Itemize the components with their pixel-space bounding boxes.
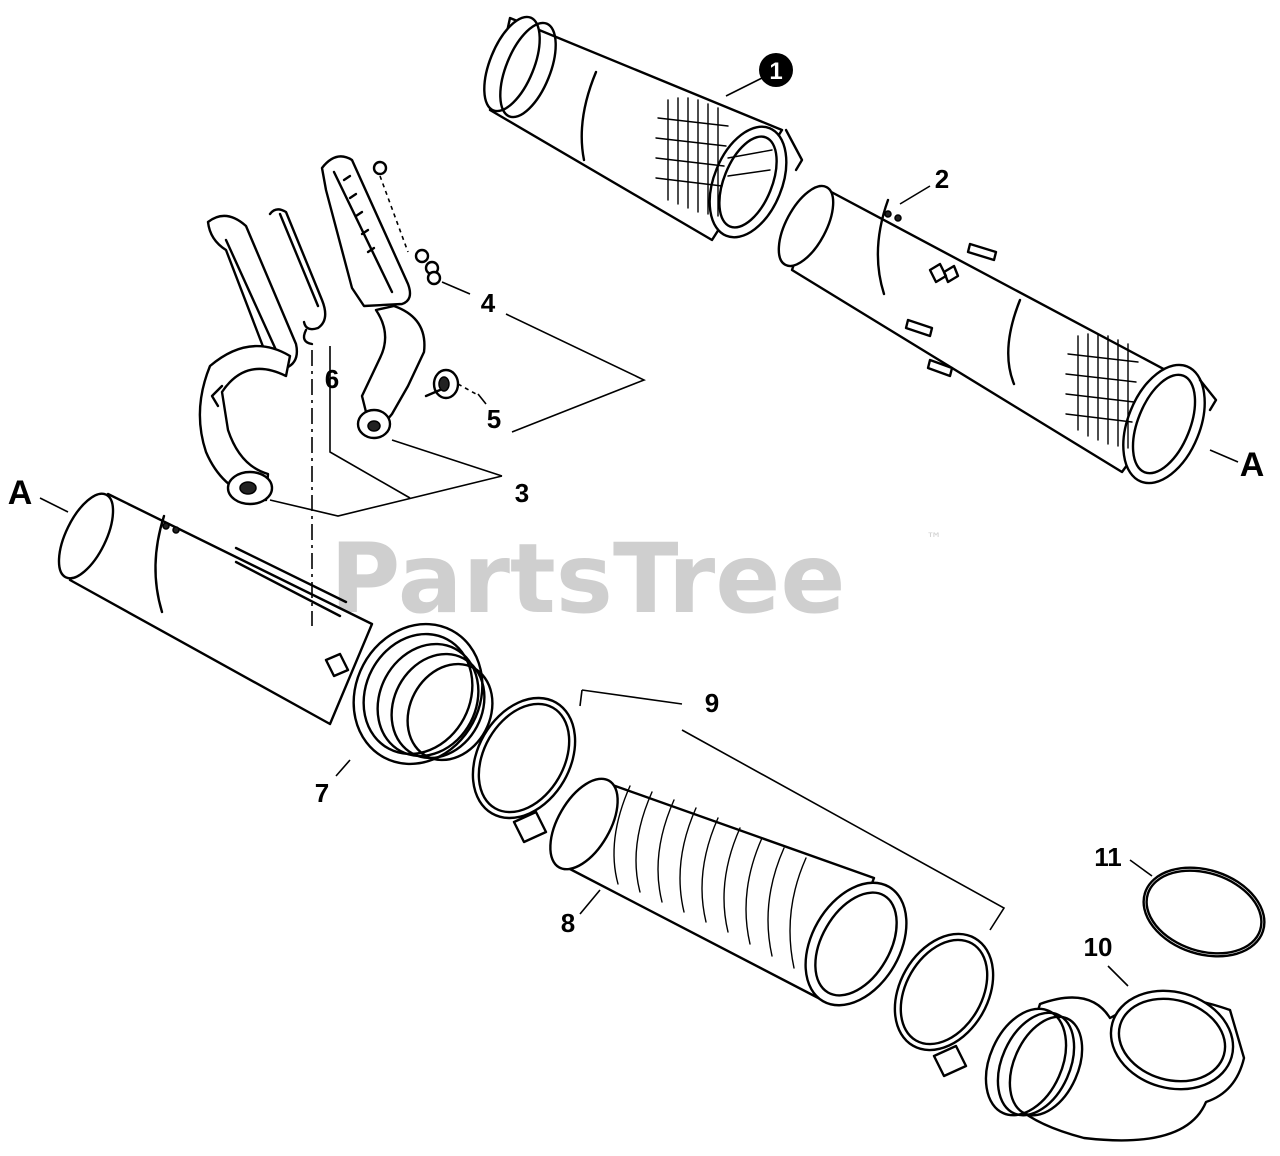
- part-1-upper-tube[interactable]: [473, 9, 804, 248]
- callout-7[interactable]: 7: [315, 778, 329, 808]
- part-10-elbow[interactable]: [970, 977, 1246, 1142]
- part-4-screws: [372, 160, 442, 286]
- watermark: PartsTree ™: [330, 523, 942, 635]
- part-4-bracket[interactable]: [320, 155, 442, 440]
- part-1-screen-fins: [655, 97, 773, 217]
- part-9-hose-clamp-upper[interactable]: [452, 680, 596, 844]
- watermark-trademark: ™: [926, 529, 942, 548]
- watermark-text: PartsTree: [330, 523, 845, 635]
- callout-6[interactable]: 6: [325, 364, 339, 394]
- ref-a-left: A: [8, 474, 33, 512]
- part-2-middle-tube[interactable]: [768, 178, 1221, 495]
- part-8-flex-hose[interactable]: [536, 768, 927, 1023]
- part-9-hose-clamp-lower[interactable]: [875, 916, 1013, 1078]
- part-7-lower-tube[interactable]: [48, 486, 509, 787]
- part-6-spring-wire[interactable]: [268, 208, 327, 346]
- callout-5[interactable]: 5: [487, 404, 501, 434]
- leader-lines: [39, 77, 1239, 987]
- part-11-o-ring[interactable]: [1132, 853, 1276, 971]
- callout-1-label: 1: [769, 58, 782, 85]
- callout-11[interactable]: 11: [1094, 842, 1122, 872]
- callout-8[interactable]: 8: [561, 908, 575, 938]
- callout-9[interactable]: 9: [705, 688, 719, 718]
- callout-2[interactable]: 2: [935, 164, 949, 194]
- callout-3[interactable]: 3: [515, 478, 529, 508]
- callout-1[interactable]: 1: [759, 53, 793, 87]
- callout-10[interactable]: 10: [1084, 932, 1113, 962]
- part-5-knob-screw[interactable]: [424, 368, 477, 400]
- ref-a-right: A: [1240, 446, 1265, 484]
- part-3-handle-clamp[interactable]: [198, 214, 299, 506]
- part-2-screen-fins: [1065, 333, 1139, 449]
- callout-4[interactable]: 4: [481, 288, 496, 318]
